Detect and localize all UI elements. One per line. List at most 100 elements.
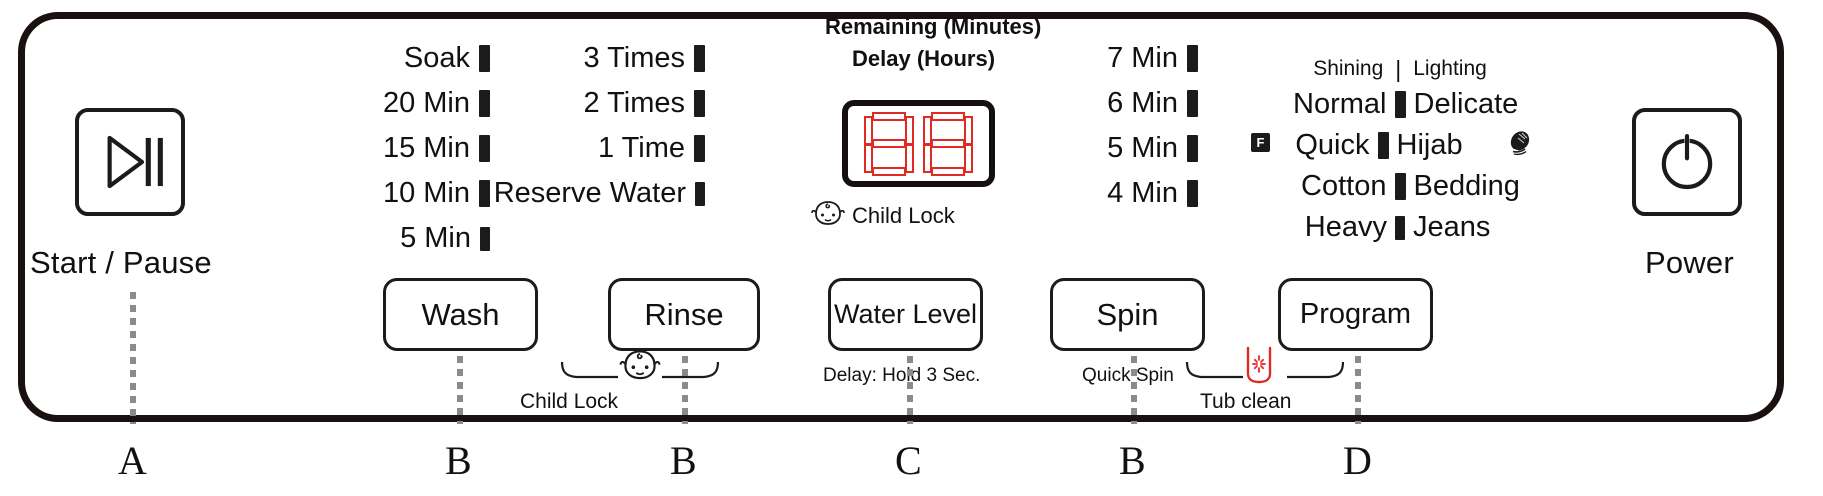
wash-indicator-column: Soak 20 Min 15 Min 10 Min 5 Min <box>300 36 490 261</box>
child-lock-bracket-label: Child Lock <box>520 390 619 413</box>
program-left-label: Quick <box>1295 129 1370 161</box>
display-digit <box>923 111 973 176</box>
program-right-label: Jeans <box>1413 211 1491 243</box>
callout-leader-line <box>1355 356 1361 424</box>
power-button[interactable] <box>1632 108 1742 216</box>
wash-indicator-row: 5 Min <box>300 216 490 261</box>
power-icon <box>1661 132 1713 190</box>
rinse-option-label: 1 Time <box>597 132 685 164</box>
callout-letter: D <box>1343 438 1372 483</box>
spin-option-label: 4 Min <box>1107 177 1178 209</box>
child-lock-bracket <box>560 360 720 386</box>
display-digit <box>864 111 914 176</box>
wash-option-label: 5 Min <box>400 222 471 254</box>
program-row: Cotton Bedding <box>1265 166 1535 207</box>
spin-indicator-row: 7 Min <box>1028 36 1198 81</box>
water-level-sub-label: Delay: Hold 3 Sec. <box>823 365 981 386</box>
indicator-bar-icon <box>1394 91 1406 118</box>
tub-clean-icon <box>1243 346 1275 391</box>
water-level-button[interactable]: Water Level <box>828 278 983 351</box>
wash-indicator-row: 15 Min <box>300 126 490 171</box>
program-right-label: Hijab <box>1396 129 1463 161</box>
remaining-minutes-label: Remaining (Minutes) <box>825 14 1042 39</box>
indicator-bar-icon <box>479 135 490 162</box>
indicator-bar-icon <box>1394 173 1406 200</box>
hijab-icon <box>1505 127 1535 165</box>
f-mark-icon: F <box>1251 133 1270 152</box>
callout-letter: B <box>445 438 472 483</box>
spin-indicator-column: 7 Min 6 Min 5 Min 4 Min <box>1028 36 1198 216</box>
program-header-right: Lighting <box>1413 57 1487 80</box>
callout-leader-line <box>682 356 688 424</box>
program-row: Quick Hijab <box>1265 125 1535 166</box>
tub-clean-bracket <box>1185 360 1345 386</box>
program-header-left: Shining <box>1313 57 1384 80</box>
callout-leader-line <box>457 356 463 424</box>
wash-button[interactable]: Wash <box>383 278 538 351</box>
rinse-indicator-row: Reserve Water <box>490 171 705 216</box>
rinse-indicator-column: 3 Times 2 Times 1 Time Reserve Water <box>490 36 705 216</box>
spin-indicator-row: 5 Min <box>1028 126 1198 171</box>
indicator-bar-icon <box>479 45 490 72</box>
rinse-indicator-row: 3 Times <box>490 36 705 81</box>
indicator-bar-icon <box>1187 45 1198 72</box>
wash-indicator-row: 20 Min <box>300 81 490 126</box>
program-left-label: Normal <box>1293 88 1387 120</box>
callout-leader-line <box>1131 356 1137 424</box>
callout-letter: B <box>1119 438 1146 483</box>
spin-button[interactable]: Spin <box>1050 278 1205 351</box>
spin-option-label: 6 Min <box>1107 87 1178 119</box>
rinse-indicator-row: 1 Time <box>490 126 705 171</box>
wash-option-label: 20 Min <box>382 87 470 119</box>
rinse-indicator-row: 2 Times <box>490 81 705 126</box>
program-header-row: Shining | Lighting <box>1265 54 1535 84</box>
program-indicator-column: F Shining | Lighting Normal Delicate Qui… <box>1251 54 1535 248</box>
spin-sub-label: Quick Spin <box>1082 365 1174 386</box>
control-panel-body <box>18 12 1784 422</box>
program-button[interactable]: Program <box>1278 278 1433 351</box>
indicator-bar-icon <box>480 226 490 251</box>
program-right-label: Bedding <box>1413 170 1520 202</box>
indicator-bar-icon <box>695 181 705 206</box>
wash-indicator-row: Soak <box>300 36 490 81</box>
callout-letter: A <box>118 438 147 483</box>
program-header-separator: | <box>1395 55 1402 82</box>
wash-option-label: 15 Min <box>382 132 470 164</box>
start-pause-label: Start / Pause <box>30 245 212 280</box>
wash-option-label: Soak <box>403 42 470 74</box>
power-label: Power <box>1645 245 1734 280</box>
seven-segment-display <box>842 100 995 187</box>
start-pause-button[interactable] <box>75 108 185 216</box>
indicator-bar-icon <box>1395 215 1405 240</box>
callout-letter: B <box>670 438 697 483</box>
child-lock-bracket-baby-icon <box>618 349 662 388</box>
spin-indicator-row: 6 Min <box>1028 81 1198 126</box>
rinse-option-label: Reserve Water <box>493 177 686 209</box>
child-lock-baby-face-icon <box>810 200 846 233</box>
wash-option-label: 10 Min <box>382 177 470 209</box>
callout-leader-line <box>130 292 136 424</box>
program-row: Heavy Jeans <box>1265 207 1535 248</box>
indicator-bar-icon <box>1187 135 1198 162</box>
program-left-label: Cotton <box>1301 170 1387 202</box>
rinse-option-label: 2 Times <box>583 87 685 119</box>
indicator-bar-icon <box>1187 180 1198 207</box>
callout-letter: C <box>895 438 922 483</box>
program-right-label: Delicate <box>1413 88 1519 120</box>
indicator-bar-icon <box>479 180 490 207</box>
delay-hours-label: Delay (Hours) <box>852 46 996 71</box>
spin-indicator-row: 4 Min <box>1028 171 1198 216</box>
tub-clean-bracket-label: Tub clean <box>1200 390 1292 413</box>
indicator-bar-icon <box>694 90 705 117</box>
spin-option-label: 7 Min <box>1107 42 1178 74</box>
program-row: Normal Delicate <box>1265 84 1535 125</box>
callout-leader-line <box>907 356 913 424</box>
child-lock-display-label: Child Lock <box>852 203 955 228</box>
program-left-label: Heavy <box>1304 211 1387 243</box>
indicator-bar-icon <box>1187 90 1198 117</box>
spin-option-label: 5 Min <box>1107 132 1178 164</box>
indicator-bar-icon <box>1377 132 1389 159</box>
play-pause-icon <box>107 135 163 189</box>
rinse-button[interactable]: Rinse <box>608 278 760 351</box>
